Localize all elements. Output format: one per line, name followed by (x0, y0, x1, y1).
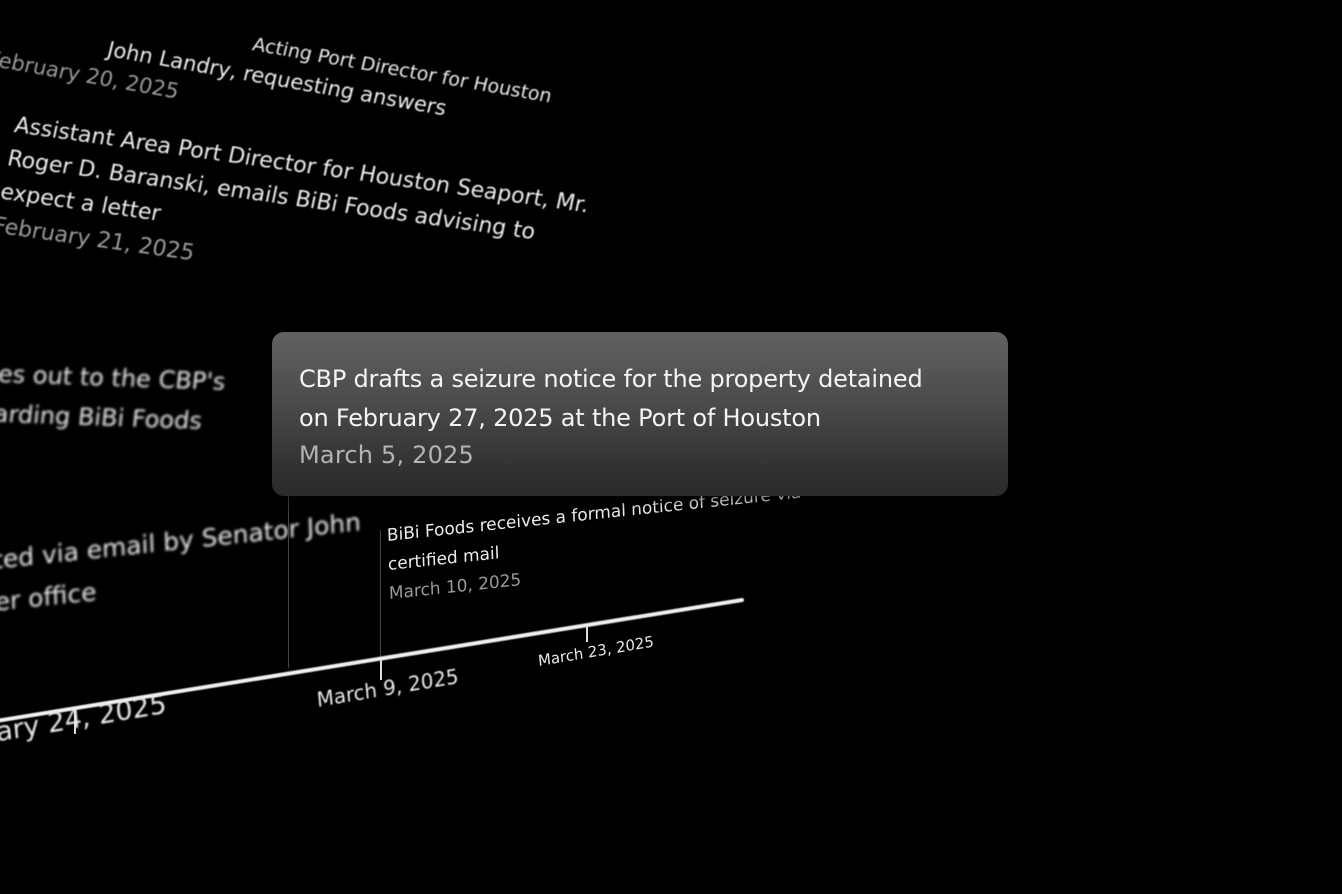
axis-tick (380, 660, 382, 680)
tooltip-line: CBP drafts a seizure notice for the prop… (299, 365, 923, 393)
tooltip-line: on February 27, 2025 at the Port of Hous… (299, 404, 821, 432)
axis-tick (586, 626, 588, 642)
timeline-axis-line (0, 598, 744, 723)
event-connector (288, 496, 289, 668)
event-connector (380, 530, 381, 664)
tooltip-description: CBP drafts a seizure notice for the prop… (299, 360, 982, 438)
tooltip-date: March 5, 2025 (299, 441, 474, 469)
axis-tick (74, 710, 76, 734)
event-tooltip[interactable]: CBP drafts a seizure notice for the prop… (272, 332, 1008, 496)
